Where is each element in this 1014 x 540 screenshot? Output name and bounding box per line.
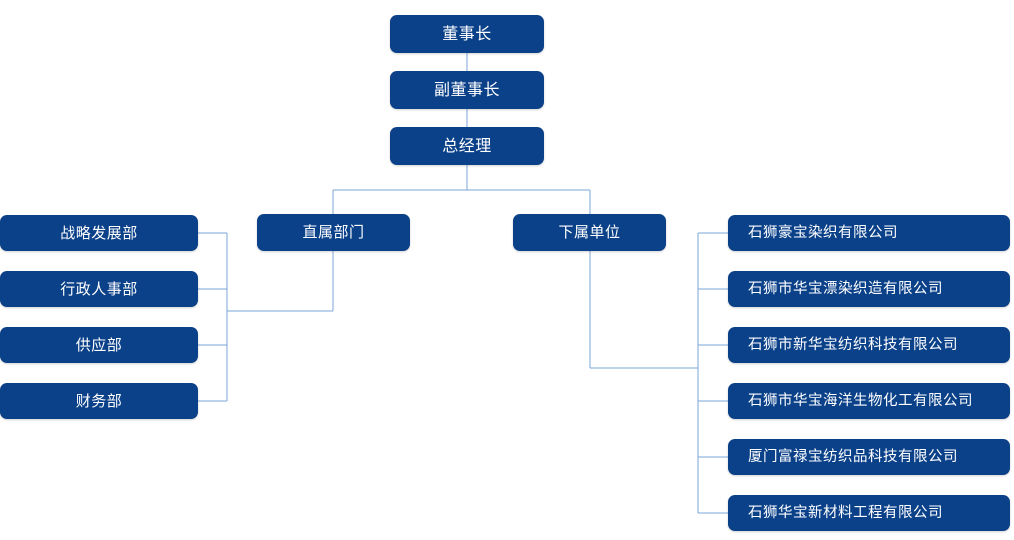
node-dept-hr-label: 行政人事部 [60, 279, 138, 298]
node-general-manager-label: 总经理 [442, 136, 492, 155]
node-general-manager[interactable]: 总经理 [390, 127, 544, 165]
node-dept-strategy[interactable]: 战略发展部 [0, 215, 198, 251]
node-company-new-material[interactable]: 石狮华宝新材料工程有限公司 [728, 495, 1010, 531]
node-chairman[interactable]: 董事长 [390, 15, 544, 53]
node-direct-departments[interactable]: 直属部门 [257, 214, 410, 251]
node-dept-supply-label: 供应部 [75, 335, 123, 354]
node-chairman-label: 董事长 [442, 24, 492, 43]
node-vice-chairman[interactable]: 副董事长 [390, 71, 544, 109]
node-direct-departments-label: 直属部门 [302, 223, 365, 241]
node-dept-hr[interactable]: 行政人事部 [0, 271, 198, 307]
node-company-haobao[interactable]: 石狮豪宝染织有限公司 [728, 215, 1010, 251]
node-company-fulubao-label: 厦门富禄宝纺织品科技有限公司 [748, 448, 958, 465]
node-company-huabao-dye-label: 石狮市华宝漂染织造有限公司 [748, 280, 943, 297]
node-company-marine-chem[interactable]: 石狮市华宝海洋生物化工有限公司 [728, 383, 1010, 419]
node-dept-supply[interactable]: 供应部 [0, 327, 198, 363]
node-subordinate-units-label: 下属单位 [558, 223, 621, 241]
node-subordinate-units[interactable]: 下属单位 [513, 214, 666, 251]
node-company-huabao-dye[interactable]: 石狮市华宝漂染织造有限公司 [728, 271, 1010, 307]
node-dept-finance[interactable]: 财务部 [0, 383, 198, 419]
node-company-fulubao[interactable]: 厦门富禄宝纺织品科技有限公司 [728, 439, 1010, 475]
node-vice-chairman-label: 副董事长 [433, 80, 500, 99]
node-company-xinhuabao-label: 石狮市新华宝纺织科技有限公司 [748, 336, 958, 353]
node-company-xinhuabao[interactable]: 石狮市新华宝纺织科技有限公司 [728, 327, 1010, 363]
node-company-marine-chem-label: 石狮市华宝海洋生物化工有限公司 [748, 392, 973, 409]
node-dept-finance-label: 财务部 [75, 391, 123, 410]
node-dept-strategy-label: 战略发展部 [60, 223, 138, 242]
node-company-haobao-label: 石狮豪宝染织有限公司 [748, 224, 898, 241]
node-company-new-material-label: 石狮华宝新材料工程有限公司 [748, 504, 943, 521]
